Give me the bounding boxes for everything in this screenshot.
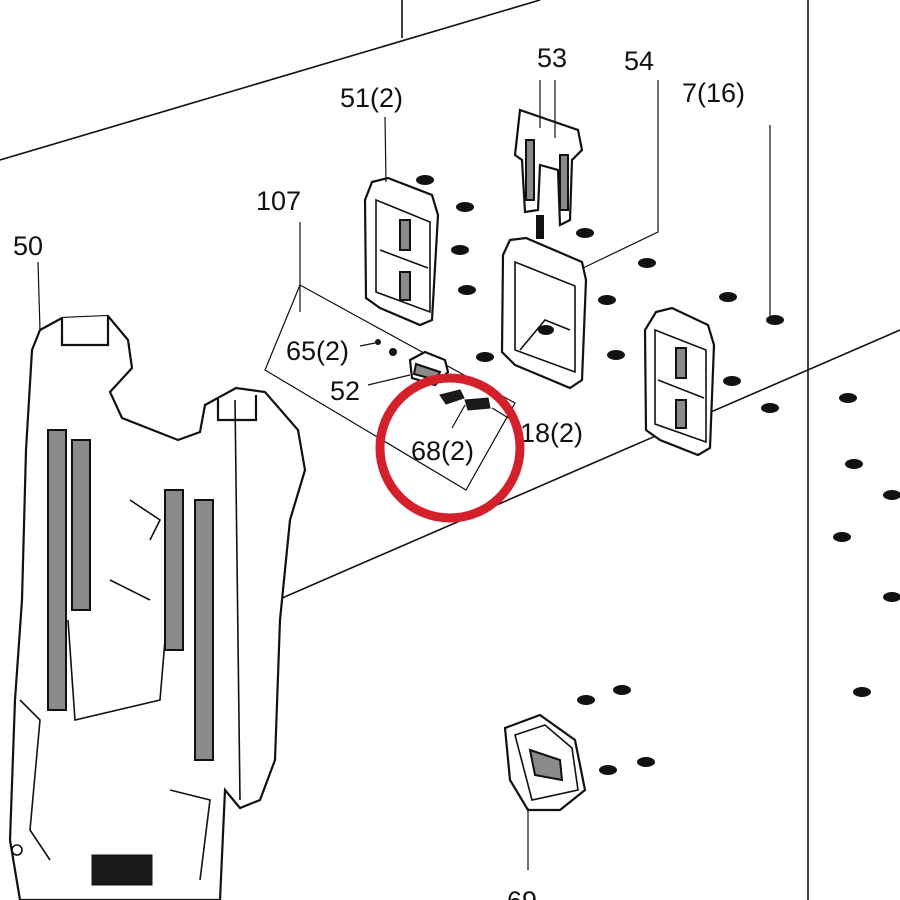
label-54: 54 xyxy=(624,46,654,76)
label-7: 7(16) xyxy=(682,78,745,108)
label-65: 65(2) xyxy=(286,336,349,366)
part-53-bracket xyxy=(513,108,584,227)
highlight-circle xyxy=(375,373,525,523)
label-107: 107 xyxy=(256,186,301,216)
label-53: 53 xyxy=(537,43,567,73)
screw-set xyxy=(375,175,900,775)
label-68: 68(2) xyxy=(411,436,474,466)
label-52: 52 xyxy=(330,376,360,406)
part-50-base-frame xyxy=(8,314,307,900)
label-18: 18(2) xyxy=(520,418,583,448)
part-54-frame xyxy=(500,236,588,390)
part-51-mount-plate-upper xyxy=(363,176,440,327)
part-68-small-parts xyxy=(439,389,491,411)
part-69-plate xyxy=(503,713,587,812)
label-69: 69 xyxy=(507,886,537,900)
label-51: 51(2) xyxy=(340,83,403,113)
part-labels: 50 51(2) 52 53 54 7(16) 107 65(2) 68(2) … xyxy=(13,43,745,900)
label-50: 50 xyxy=(13,231,43,261)
part-51-mount-plate-right xyxy=(643,306,716,457)
